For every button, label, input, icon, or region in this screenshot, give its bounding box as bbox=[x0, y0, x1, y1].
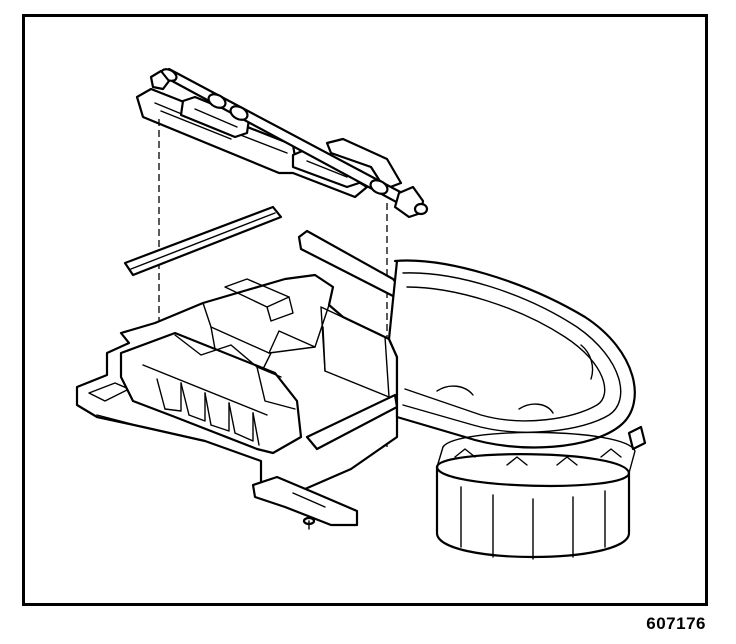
blower-motor-opening bbox=[435, 425, 647, 560]
seal-strip bbox=[123, 205, 407, 299]
hvac-housing-exploded-view bbox=[75, 67, 647, 560]
figure-number: 607176 bbox=[646, 614, 706, 633]
air-inlet-housing bbox=[75, 259, 636, 530]
illustration-frame bbox=[22, 14, 708, 606]
shaft-with-flap-door bbox=[135, 67, 429, 219]
